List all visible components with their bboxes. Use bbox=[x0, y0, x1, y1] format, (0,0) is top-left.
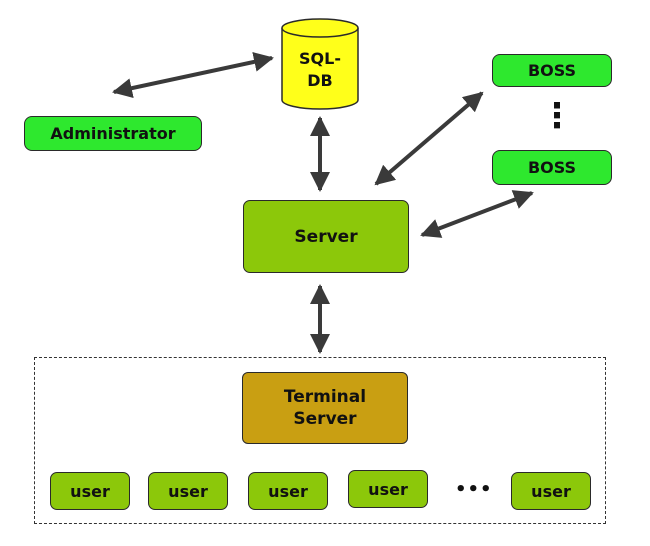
terminal-server-label: Terminal Server bbox=[283, 387, 367, 429]
user-node: user bbox=[148, 472, 228, 510]
vertical-ellipsis: ⋮ bbox=[540, 96, 574, 136]
boss-label-bottom: BOSS bbox=[527, 158, 577, 177]
user-node: user bbox=[511, 472, 591, 510]
arrow-admin-db bbox=[112, 52, 274, 98]
boss-node-top: BOSS bbox=[492, 54, 612, 87]
user-node: user bbox=[348, 470, 428, 508]
user-label: user bbox=[368, 479, 408, 499]
user-label: user bbox=[168, 481, 208, 501]
boss-label-top: BOSS bbox=[527, 61, 577, 80]
user-label: user bbox=[268, 481, 308, 501]
administrator-node: Administrator bbox=[24, 116, 202, 151]
administrator-label: Administrator bbox=[50, 124, 176, 143]
user-label: user bbox=[531, 481, 571, 501]
horizontal-ellipsis: ••• bbox=[455, 479, 493, 500]
server-node: Server bbox=[243, 200, 409, 273]
arrow-server-boss-top bbox=[374, 91, 484, 186]
sql-db-label: SQL- DB bbox=[299, 49, 341, 90]
arrow-server-boss-bottom bbox=[420, 190, 534, 238]
user-node: user bbox=[248, 472, 328, 510]
server-label: Server bbox=[294, 226, 358, 247]
terminal-server-node: Terminal Server bbox=[242, 372, 408, 444]
terminal-group-boundary bbox=[34, 357, 606, 524]
database-cylinder bbox=[281, 18, 359, 110]
user-node: user bbox=[50, 472, 130, 510]
boss-node-bottom: BOSS bbox=[492, 150, 612, 185]
user-label: user bbox=[70, 481, 110, 501]
